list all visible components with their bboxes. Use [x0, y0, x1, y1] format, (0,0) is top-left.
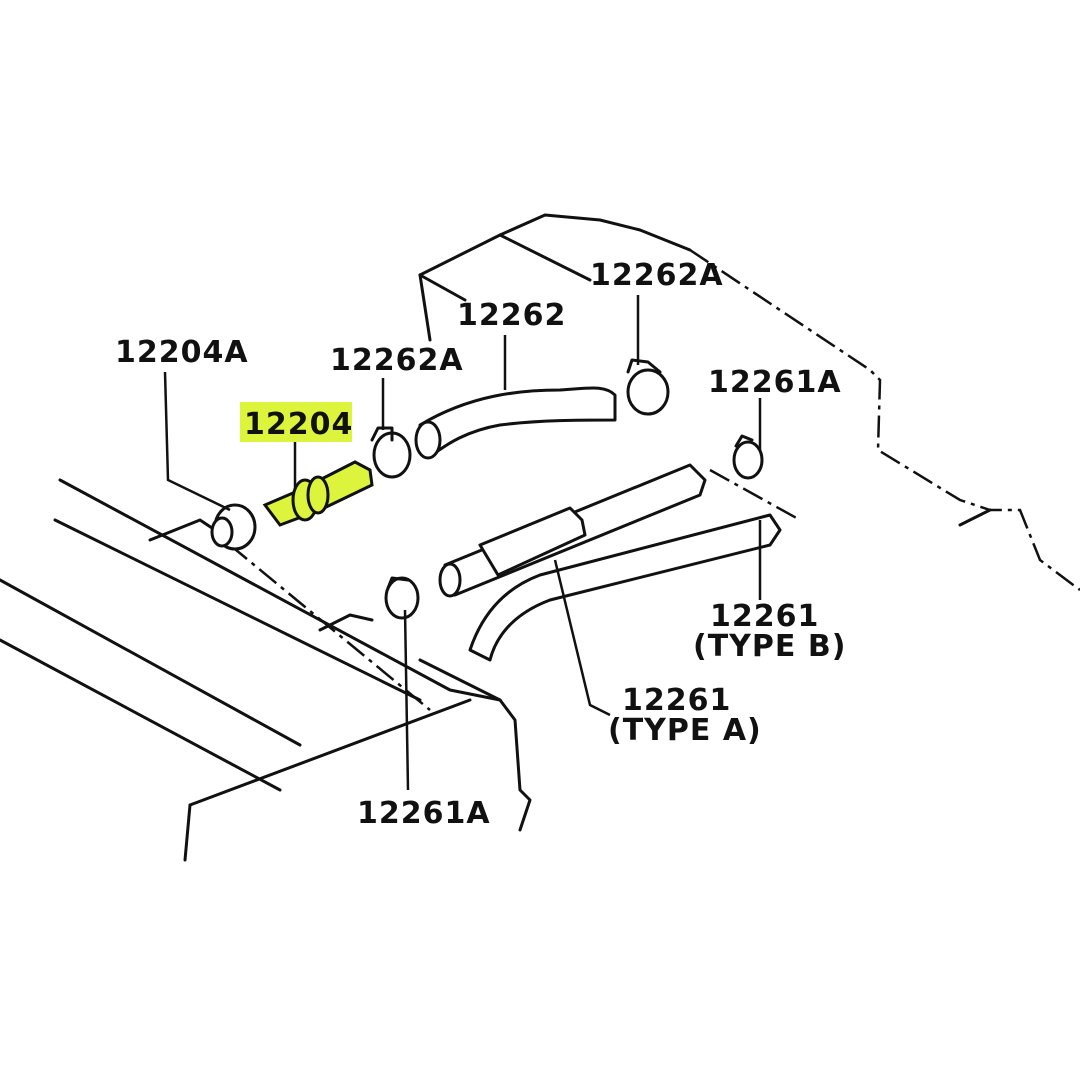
label-12261a-bottom: 12261A — [357, 796, 491, 831]
label-12261a-right: 12261A — [708, 365, 842, 400]
engine-outline — [0, 478, 532, 862]
hose-top-part — [414, 386, 617, 460]
label-type-b: (TYPE B) — [693, 629, 846, 664]
leader-lines — [163, 295, 762, 791]
bracket-outline — [418, 213, 1080, 591]
label-12262a-left: 12262A — [330, 343, 464, 378]
label-type-a: (TYPE A) — [608, 713, 762, 748]
hose-type-b-part — [468, 468, 801, 662]
label-12204a: 12204A — [115, 335, 249, 370]
label-12204: 12204 — [244, 407, 353, 442]
hose-type-a-part — [438, 463, 707, 598]
clamp-parts — [370, 358, 764, 620]
label-12262a-right: 12262A — [590, 258, 724, 293]
label-highlight — [240, 402, 352, 442]
gasket-part — [210, 503, 257, 551]
label-12262: 12262 — [457, 298, 566, 333]
pcv-valve-part — [262, 460, 374, 527]
label-12261-type-a: 12261 — [622, 683, 731, 718]
label-12261-type-b: 12261 — [710, 599, 819, 634]
